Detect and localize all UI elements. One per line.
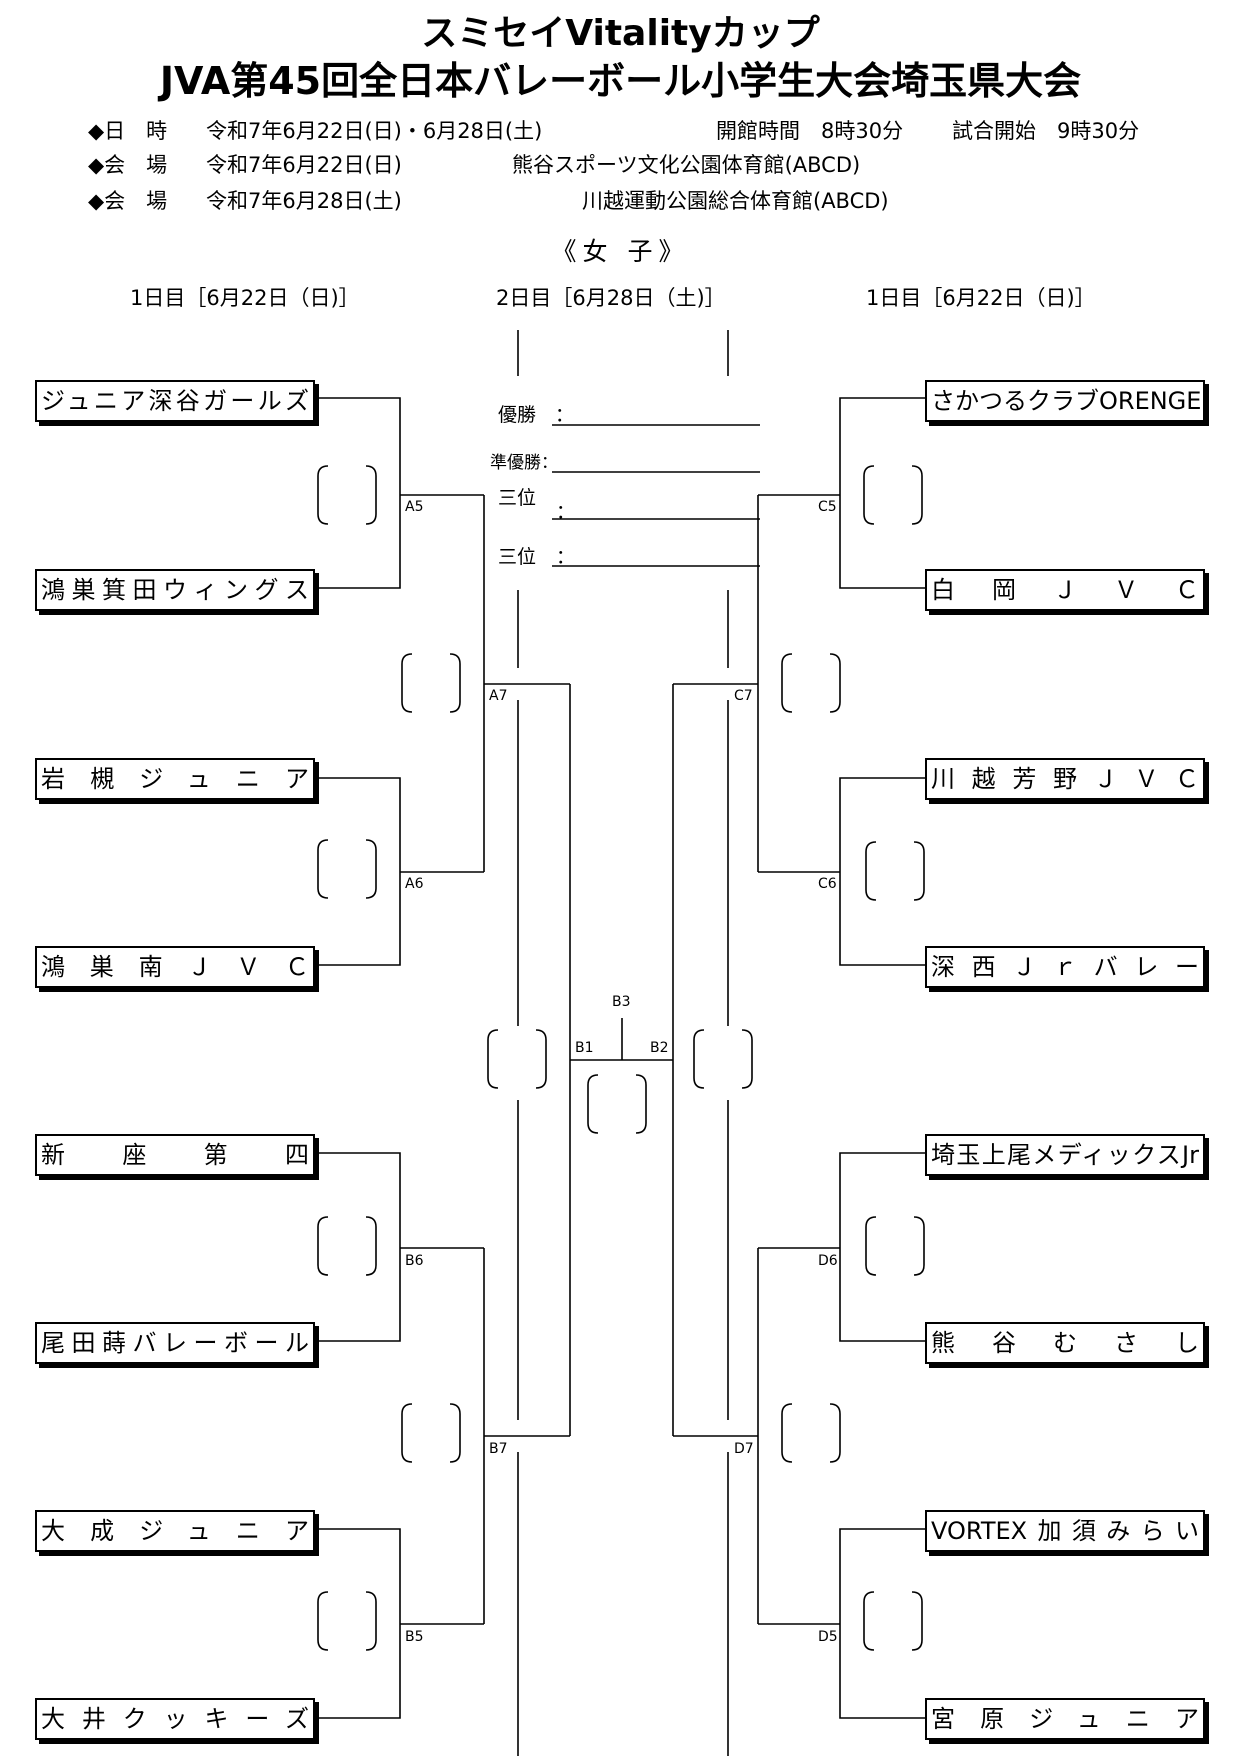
score-bracket-right <box>365 1216 377 1276</box>
team-left-8: 大井クッキーズ <box>35 1698 315 1740</box>
score-bracket-left <box>401 1403 413 1463</box>
info-row2-value: 令和7年6月22日(日) <box>206 153 402 177</box>
score-bracket-right <box>829 1403 841 1463</box>
score-bracket-left <box>401 653 413 713</box>
info-row1-open-time: 開館時間 8時30分 <box>716 119 904 143</box>
match-label-b7: B7 <box>489 1441 508 1457</box>
day-center: 2日目［6月28日（土)］ <box>496 286 726 310</box>
score-bracket-right <box>365 839 377 899</box>
score-bracket-left <box>865 1216 877 1276</box>
score-bracket-left <box>863 465 875 525</box>
day-left: 1日目［6月22日（日)］ <box>130 286 360 310</box>
match-label-c6: C6 <box>818 876 837 892</box>
day-right: 1日目［6月22日（日)］ <box>866 286 1096 310</box>
team-left-7: 大成ジュニア <box>35 1510 315 1552</box>
title-line-2: JVA第45回全日本バレーボール小学生大会埼玉県大会 <box>159 59 1082 103</box>
score-bracket-right <box>449 653 461 713</box>
match-label-d6: D6 <box>818 1253 838 1269</box>
team-right-8: 宮原ジュニア <box>925 1698 1205 1740</box>
info-row1-value: 令和7年6月22日(日)・6月28日(土) <box>206 119 543 143</box>
score-bracket-right <box>635 1074 647 1134</box>
score-bracket-right <box>911 465 923 525</box>
score-bracket-left <box>487 1029 499 1089</box>
third-place-label-1: 三位 <box>498 487 537 509</box>
match-label-a6: A6 <box>405 876 424 892</box>
match-label-a5: A5 <box>405 499 424 515</box>
team-right-2: 白岡ＪＶＣ <box>925 569 1205 611</box>
match-label-b1: B1 <box>575 1040 594 1056</box>
match-label-c5: C5 <box>818 499 837 515</box>
score-bracket-right <box>913 1216 925 1276</box>
runner-up-label: 準優勝： <box>490 453 558 473</box>
team-right-6: 熊谷むさし <box>925 1322 1205 1364</box>
match-label-b6: B6 <box>405 1253 424 1269</box>
score-bracket-right <box>829 653 841 713</box>
match-label-a7: A7 <box>489 688 508 704</box>
team-left-5: 新座第四 <box>35 1134 315 1176</box>
score-bracket-left <box>317 465 329 525</box>
team-left-3: 岩槻ジュニア <box>35 758 315 800</box>
match-label-b3: B3 <box>612 994 631 1010</box>
score-bracket-left <box>587 1074 599 1134</box>
team-right-4: 深西Ｊｒバレー <box>925 946 1205 988</box>
score-bracket-left <box>317 1216 329 1276</box>
score-bracket-right <box>535 1029 547 1089</box>
score-bracket-right <box>911 1591 923 1651</box>
team-left-6: 尾田蒔バレーボール <box>35 1322 315 1364</box>
info-row3-venue: 川越運動公園総合体育館(ABCD) <box>582 189 889 213</box>
team-right-3: 川越芳野ＪＶＣ <box>925 758 1205 800</box>
team-left-2: 鴻巣箕田ウィングス <box>35 569 315 611</box>
winner-label: 優勝 ： <box>498 404 575 426</box>
third-place-colon-2: ： <box>556 546 576 568</box>
third-place-label-2: 三位 <box>498 546 537 568</box>
team-right-5: 埼玉上尾メディックスJr <box>925 1134 1205 1176</box>
score-bracket-left <box>863 1591 875 1651</box>
score-bracket-right <box>365 1591 377 1651</box>
third-place-colon-1: ： <box>556 501 576 523</box>
info-row1-label: ◆日 時 <box>88 119 168 143</box>
team-left-1: ジュニア深谷ガールズ <box>35 380 315 422</box>
score-bracket-left <box>781 1403 793 1463</box>
score-bracket-left <box>317 1591 329 1651</box>
score-bracket-right <box>365 465 377 525</box>
match-label-d5: D5 <box>818 1629 838 1645</box>
info-row3-value: 令和7年6月28日(土) <box>206 189 402 213</box>
info-row2-label: ◆会 場 <box>88 153 168 177</box>
section-title: 《女 子》 <box>551 237 690 266</box>
score-bracket-right <box>913 841 925 901</box>
team-right-1: さかつるクラブORENGE <box>925 380 1205 422</box>
match-label-c7: C7 <box>734 688 753 704</box>
info-row1-start-time: 試合開始 9時30分 <box>952 119 1140 143</box>
score-bracket-left <box>317 839 329 899</box>
team-left-4: 鴻巣南ＪＶＣ <box>35 946 315 988</box>
info-row2-venue: 熊谷スポーツ文化公園体育館(ABCD) <box>512 153 861 177</box>
match-label-b2: B2 <box>650 1040 669 1056</box>
score-bracket-left <box>693 1029 705 1089</box>
match-label-b5: B5 <box>405 1629 424 1645</box>
score-bracket-left <box>781 653 793 713</box>
info-row3-label: ◆会 場 <box>88 189 168 213</box>
score-bracket-right <box>741 1029 753 1089</box>
title-line-1: スミセイVitalityカップ <box>421 13 820 54</box>
match-label-d7: D7 <box>734 1441 754 1457</box>
score-bracket-left <box>865 841 877 901</box>
score-bracket-right <box>449 1403 461 1463</box>
team-right-7: VORTEX加須みらい <box>925 1510 1205 1552</box>
